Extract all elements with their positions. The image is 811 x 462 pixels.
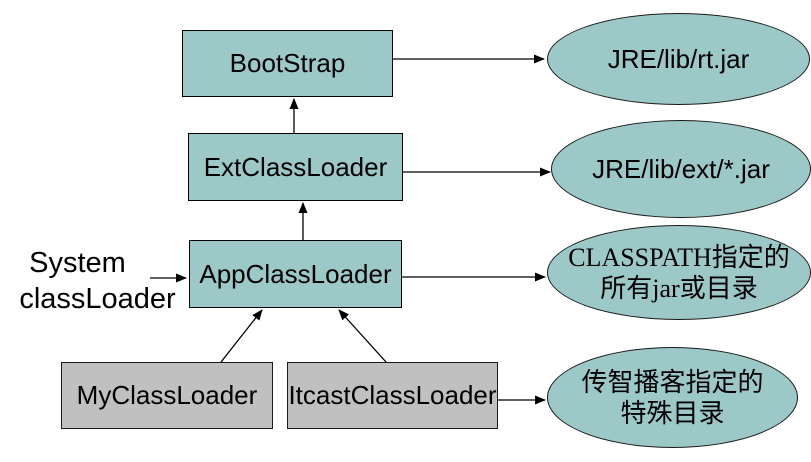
ellipse-jre-lib-rt-jar: JRE/lib/rt.jar — [547, 13, 810, 105]
node-appclassloader-label: AppClassLoader — [199, 258, 392, 289]
node-extclassloader-label: ExtClassLoader — [203, 151, 388, 182]
node-bootstrap-label: BootStrap — [229, 48, 346, 78]
arrow-my-to-app — [220, 309, 263, 363]
ellipse-jre-lib-rt-jar-label: JRE/lib/rt.jar — [607, 43, 750, 74]
node-itcastclassloader-label: ItcastClassLoader — [288, 380, 497, 410]
ellipse-special-dirs-line1: 传智播客指定的 — [581, 367, 764, 397]
node-bootstrap: BootStrap — [182, 30, 393, 97]
system-classloader-annotation: System classLoader — [10, 245, 185, 317]
node-myclassloader: MyClassLoader — [61, 362, 273, 429]
node-extclassloader: ExtClassLoader — [188, 133, 403, 201]
ellipse-special-dirs: 传智播客指定的 特殊目录 — [547, 347, 798, 448]
arrow-itcast-to-app — [338, 309, 387, 363]
system-classloader-annotation-line2: classLoader — [19, 283, 176, 315]
node-myclassloader-label: MyClassLoader — [76, 380, 258, 410]
node-itcastclassloader: ItcastClassLoader — [287, 362, 498, 429]
ellipse-jre-lib-ext-jar-label: JRE/lib/ext/*.jar — [592, 153, 770, 184]
system-classloader-annotation-line1: System — [29, 247, 126, 279]
node-appclassloader: AppClassLoader — [189, 240, 402, 308]
ellipse-classpath-dirs: CLASSPATH指定的 所有jar或目录 — [547, 225, 811, 320]
ellipse-classpath-dirs-line2: 所有jar或目录 — [600, 273, 758, 303]
ellipse-special-dirs-line2: 特殊目录 — [620, 398, 725, 428]
ellipse-classpath-dirs-line1: CLASSPATH指定的 — [568, 242, 790, 272]
ellipse-jre-lib-ext-jar: JRE/lib/ext/*.jar — [551, 120, 811, 218]
